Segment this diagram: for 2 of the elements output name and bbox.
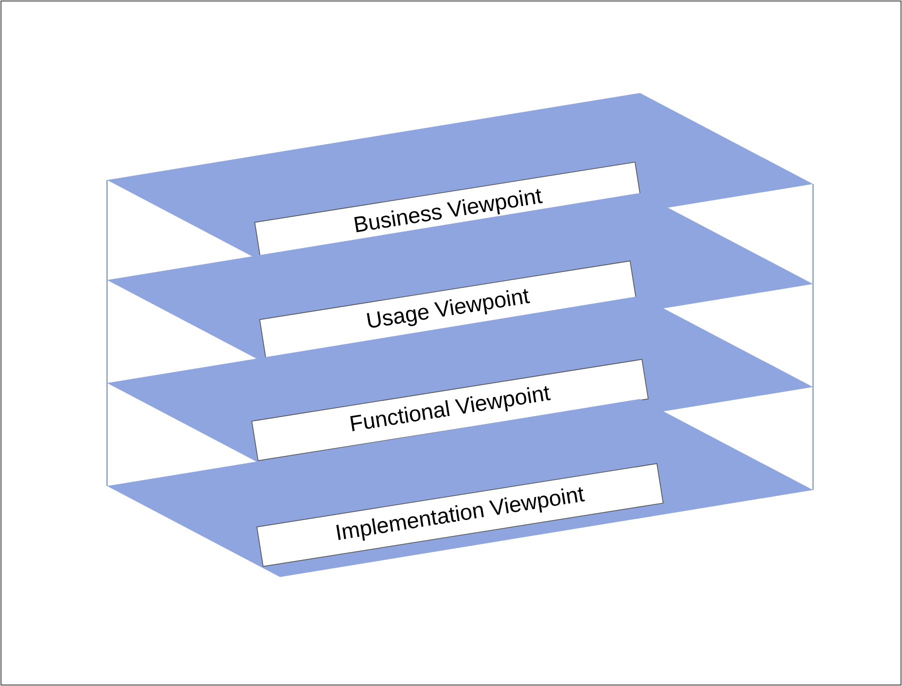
label-box: Implementation Viewpoint: [256, 463, 664, 567]
label-box: Functional Viewpoint: [251, 358, 649, 462]
